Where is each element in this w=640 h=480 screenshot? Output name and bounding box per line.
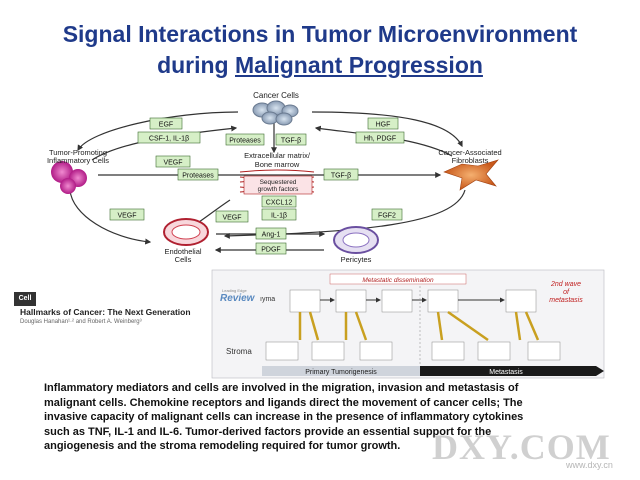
label-inflam-2: Inflammatory Cells — [47, 156, 109, 165]
inset-2nd-wave-1: 2nd wave — [550, 281, 581, 288]
label-sequestered-2: growth factors — [258, 186, 300, 193]
label-sequestered-1: Sequestered — [260, 179, 297, 186]
inset-leading-edge: Leading Edge — [222, 288, 247, 293]
inset-cancer-boxes — [289, 289, 537, 313]
paper-authors: Douglas Hanahan¹·² and Robert A. Weinber… — [20, 319, 142, 325]
hallmarks-inset: Metastatic dissemination Leading Edge Re… — [211, 269, 605, 379]
cancer-cells-icon — [252, 100, 299, 126]
label-caf-2: Fibroblasts — [452, 156, 489, 165]
inset-2nd-wave-3: metastasis — [549, 297, 583, 304]
label-inflam-1: Tumor-Promoting — [49, 148, 107, 157]
factor-cxcl12: CXCL12 — [266, 200, 293, 207]
inset-banner: Metastatic dissemination — [362, 277, 434, 284]
factor-fgf2: FGF2 — [378, 213, 396, 220]
factor-tgfb-mid: TGF-β — [331, 173, 351, 180]
caption-line-5: angiogenesis and the stroma remodeling r… — [44, 440, 401, 453]
factor-vegf-left: VEGF — [163, 160, 182, 167]
sequestered-box — [243, 175, 313, 195]
factor-csf: CSF-1, IL-1β — [149, 136, 189, 143]
factor-ang1: Ang-1 — [262, 232, 281, 239]
label-caf-1: Cancer-Associated — [438, 148, 501, 157]
watermark: DXY.COM — [432, 427, 611, 467]
title-underlined: Malignant Progression — [235, 52, 483, 78]
inset-metastasis: Metastasis — [489, 369, 523, 376]
caption-line-4: such as TNF, IL-1 and IL-6. Tumor-derive… — [44, 425, 492, 438]
inset-stroma: Stroma — [226, 347, 252, 356]
inflammatory-cells-icon — [51, 161, 87, 194]
endothelial-cells-icon — [163, 218, 209, 246]
factor-il1b: IL-1β — [271, 213, 287, 220]
label-ecm-2: Bone marrow — [255, 160, 300, 169]
pericytes-icon — [333, 226, 379, 254]
inset-stroma-boxes — [265, 341, 561, 361]
inset-2nd-wave-2: of — [563, 289, 570, 296]
factor-proteases-top: Proteases — [229, 138, 261, 145]
inset-review: Review — [220, 293, 256, 304]
factor-vegf-center: VEGF — [222, 215, 241, 222]
inset-ncyma: ıyma — [260, 296, 275, 303]
factor-boxes: EGF CSF-1, IL-1β VEGF Proteases TGF-β Pr… — [109, 117, 405, 255]
paper-reference: Cell Hallmarks of Cancer: The Next Gener… — [6, 282, 212, 342]
journal-logo: Cell — [14, 292, 36, 306]
watermark-url: www.dxy.cn — [566, 460, 613, 470]
arc-inflam-to-endo — [69, 189, 152, 245]
caption-line-3: invasive capacity of malignant cells can… — [44, 411, 524, 424]
arc-cancer-to-caf — [311, 111, 463, 148]
factor-vegf-bottom-left: VEGF — [117, 213, 136, 220]
factor-tgfb-top: TGF-β — [281, 138, 301, 145]
paper-title: Hallmarks of Cancer: The Next Generation — [20, 307, 191, 317]
inset-primary: Primary Tumorigenesis — [305, 369, 377, 376]
label-ecm-1: Extracellular matrix/ — [244, 151, 311, 160]
factor-hh-pdgf: Hh, PDGF — [364, 136, 396, 143]
factor-hgf: HGF — [376, 122, 391, 129]
title-prefix: during — [157, 52, 235, 78]
arc-cancer-to-inflam — [77, 111, 239, 152]
label-cancer-cells: Cancer Cells — [253, 91, 299, 100]
label-endo-1: Endothelial — [164, 247, 201, 256]
factor-pdgf: PDGF — [261, 247, 280, 254]
label-pericytes: Pericytes — [341, 255, 372, 264]
factor-proteases-mid: Proteases — [182, 173, 214, 180]
inset-arrows — [298, 310, 540, 342]
factor-egf: EGF — [159, 122, 173, 129]
caption-line-2: malignant cells. Chemokine receptors and… — [44, 396, 523, 409]
caption-line-1: Inflammatory mediators and cells are inv… — [44, 382, 519, 394]
slide-title-line2: during Malignant Progression — [0, 51, 640, 79]
fibroblast-icon — [443, 159, 499, 191]
label-endo-2: Cells — [175, 255, 192, 264]
slide-title-line1: Signal Interactions in Tumor Microenviro… — [62, 21, 578, 47]
caption: Inflammatory mediators and cells are inv… — [44, 381, 614, 454]
